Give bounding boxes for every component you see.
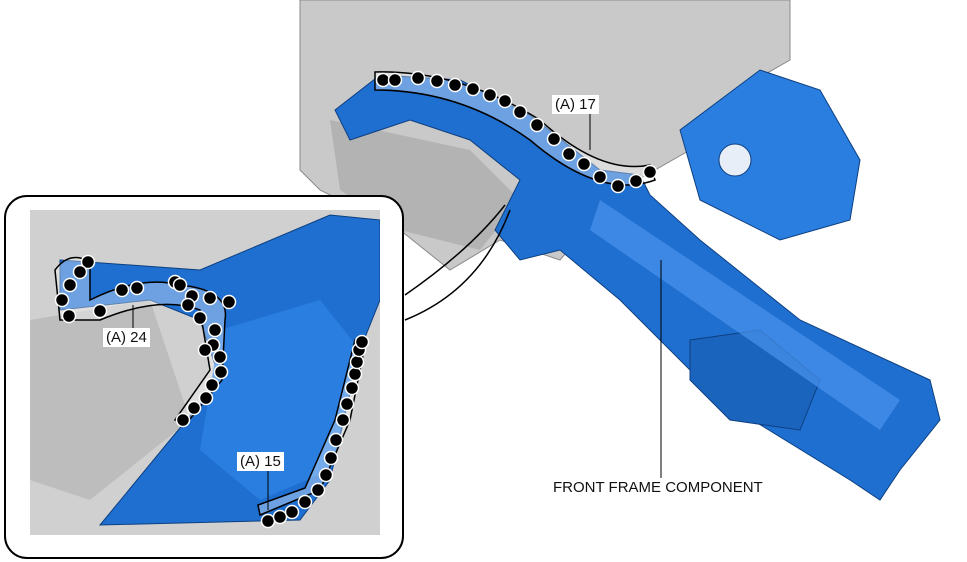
inset-weld-dots <box>54 254 370 529</box>
weld-dot <box>375 72 391 88</box>
weld-dot <box>260 513 276 529</box>
weld-dot <box>212 349 228 365</box>
weld-dot <box>482 87 498 103</box>
weld-dot <box>197 342 213 358</box>
weld-dot <box>175 412 191 428</box>
inset-connector <box>404 204 511 321</box>
weld-dot <box>592 169 608 185</box>
weld-dot <box>92 303 108 319</box>
weld-dot <box>529 117 545 133</box>
weld-dot <box>62 277 78 293</box>
weld-dot <box>546 131 562 147</box>
weld-dot <box>180 297 196 313</box>
weld-dot <box>576 156 592 172</box>
weld-dot <box>272 509 288 525</box>
weld-dot <box>642 164 658 180</box>
weld-dot <box>497 93 513 109</box>
weld-dot <box>328 432 344 448</box>
weld-dot <box>297 494 313 510</box>
callout-front-frame-component: FRONT FRAME COMPONENT <box>550 478 766 497</box>
weld-dot <box>561 146 577 162</box>
weld-dot <box>172 277 188 293</box>
weld-dot <box>610 178 626 194</box>
front-frame-blue-tower <box>679 69 861 241</box>
front-frame-rail <box>590 200 900 430</box>
weld-dot <box>204 377 220 393</box>
weld-dot <box>335 412 351 428</box>
body-shadow <box>330 120 520 250</box>
callout-main-weld: (A) 17 <box>552 95 599 114</box>
weld-dot <box>310 482 326 498</box>
weld-dot <box>284 504 300 520</box>
callout-inset-lower-weld: (A) 15 <box>237 452 284 471</box>
weld-dot <box>354 334 370 350</box>
weld-dot <box>186 400 202 416</box>
main-weld-dots <box>375 70 658 194</box>
weld-dot <box>207 322 223 338</box>
callout-inset-upper-weld: (A) 24 <box>103 328 150 347</box>
weld-dot <box>347 366 363 382</box>
weld-dot <box>344 380 360 396</box>
weld-dot <box>447 77 463 93</box>
weld-dot <box>323 450 339 466</box>
weld-dot <box>54 292 70 308</box>
weld-dot <box>129 280 145 296</box>
weld-dot <box>80 254 96 270</box>
weld-dot <box>512 104 528 120</box>
weld-dot <box>192 310 208 326</box>
weld-dot <box>628 173 644 189</box>
weld-dot <box>349 354 365 370</box>
weld-dot <box>465 81 481 97</box>
tower-hole <box>718 143 752 177</box>
weld-dot <box>202 290 218 306</box>
weld-dot <box>410 70 426 86</box>
weld-dot <box>221 294 237 310</box>
weld-dot <box>318 467 334 483</box>
weld-dot <box>429 73 445 89</box>
weld-dot <box>72 264 88 280</box>
weld-dot <box>198 390 214 406</box>
weld-dot <box>387 72 403 88</box>
weld-dot <box>339 396 355 412</box>
weld-dot <box>213 364 229 380</box>
weld-dot <box>61 308 77 324</box>
weld-dot <box>114 282 130 298</box>
